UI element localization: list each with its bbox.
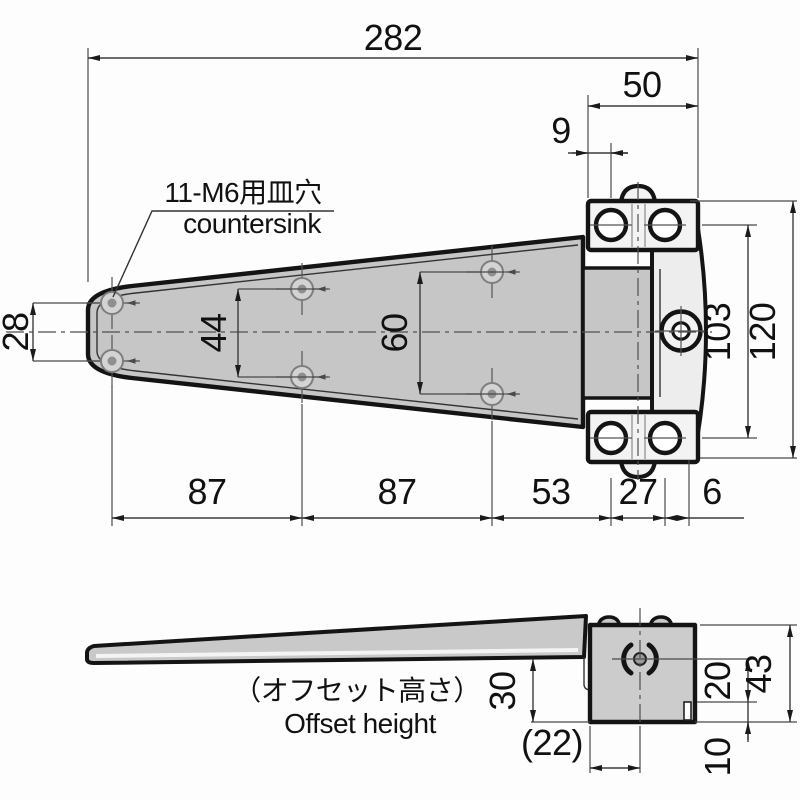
dim-plate-width: 50 [622, 64, 661, 105]
dim-chain-53: 53 [531, 471, 570, 512]
countersink-hole [86, 335, 140, 387]
dim-overall-length: 282 [364, 17, 423, 58]
top-view [6, 182, 712, 480]
side-strap-inner-edge [95, 648, 579, 658]
dim-edge-to-hole: 9 [551, 110, 571, 151]
dim-chain-6: 6 [702, 471, 722, 512]
pivot-pin [655, 306, 708, 356]
dim-chain-87a: 87 [187, 471, 226, 512]
block-leaf-slot [683, 701, 692, 721]
countersink-label-jp: 11-M6用皿穴 [164, 177, 321, 208]
side-view [85, 608, 797, 725]
strap-neck [581, 266, 654, 400]
dim-block-height: 43 [738, 654, 779, 693]
dim-pin-to-step: 20 [697, 661, 738, 700]
top-view-dimensions: 282 50 9 28 44 60 103 120 [0, 17, 797, 526]
dim-mid-hole-pitch: 44 [193, 313, 234, 352]
dim-chain-87b: 87 [377, 471, 416, 512]
bottom-plate-hole [644, 420, 686, 456]
dim-step-height: 10 [697, 737, 738, 776]
countersink-leader-line [112, 210, 334, 298]
dim-pin-inset: (22) [521, 722, 583, 763]
countersink-hole [86, 277, 140, 329]
dim-wide-hole-pitch: 60 [374, 313, 415, 352]
offset-label-jp: （オフセット高さ） [233, 675, 481, 706]
countersink-label-en: countersink [183, 208, 322, 239]
dim-chain-27: 27 [618, 471, 657, 512]
offset-label-en: Offset height [284, 708, 436, 739]
top-plate-hole [644, 207, 686, 243]
side-view-dimensions: 30 （オフセット高さ） Offset height (22) 20 10 43 [233, 624, 797, 777]
top-plate-hole [590, 207, 632, 243]
bottom-plate-hole [590, 420, 632, 456]
dim-offset-height: 30 [482, 671, 523, 710]
dim-plate-overall-height: 120 [742, 303, 783, 362]
side-mount-block [587, 622, 698, 725]
dim-plate-hole-pitch: 103 [697, 303, 738, 362]
dim-tip-hole-pitch: 28 [0, 312, 36, 351]
